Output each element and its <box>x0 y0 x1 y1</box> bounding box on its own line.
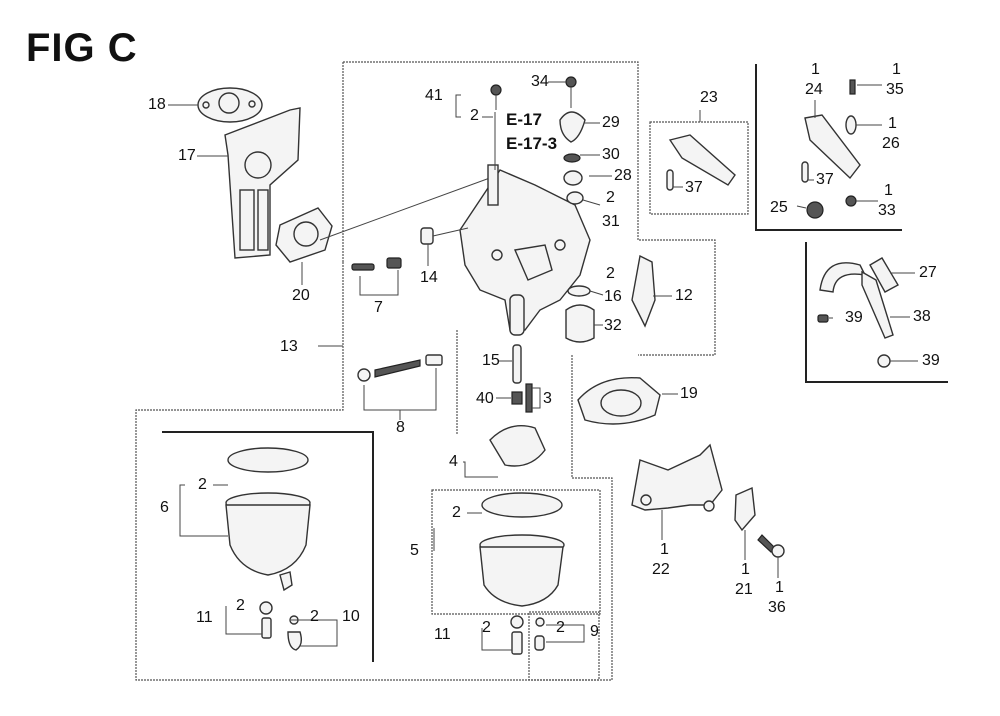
callout-3[interactable]: 3 <box>543 390 552 407</box>
callout-16-qty: 2 <box>606 265 615 282</box>
float-bowl-part-alt <box>225 447 311 651</box>
callout-11-a-qty: 2 <box>236 597 245 614</box>
callout-35-qty: 1 <box>892 61 901 78</box>
callout-9-qty: 2 <box>556 619 565 636</box>
callout-38[interactable]: 38 <box>913 308 931 325</box>
callout-15[interactable]: 15 <box>482 352 500 369</box>
carburetor-body-part <box>459 112 591 336</box>
section-ref-e17[interactable]: E-17 <box>506 110 542 129</box>
callout-14[interactable]: 14 <box>420 269 438 286</box>
callout-19[interactable]: 19 <box>680 385 698 402</box>
callout-31-qty: 2 <box>606 189 615 206</box>
callout-41[interactable]: 41 <box>425 87 443 104</box>
callout-18[interactable]: 18 <box>148 96 166 113</box>
insulator-gasket-part <box>197 87 263 123</box>
callout-13[interactable]: 13 <box>280 338 298 355</box>
air-cleaner-bracket-part <box>631 443 723 512</box>
carburetor-bracket-part <box>224 107 301 259</box>
screws-small-parts <box>351 76 656 343</box>
callout-6-qty: 2 <box>198 476 207 493</box>
leader-lines <box>168 81 918 651</box>
callout-5-qty: 2 <box>452 504 461 521</box>
callout-7[interactable]: 7 <box>374 299 383 316</box>
callout-8[interactable]: 8 <box>396 419 405 436</box>
choke-group-frame <box>755 64 902 231</box>
float-bowl-part <box>479 492 565 655</box>
callout-24[interactable]: 24 <box>805 81 823 98</box>
choke-lever-part <box>666 134 736 191</box>
callout-34[interactable]: 34 <box>531 73 549 90</box>
callout-39-a[interactable]: 39 <box>845 309 863 326</box>
callout-20[interactable]: 20 <box>292 287 310 304</box>
callout-26-qty: 1 <box>888 115 897 132</box>
carburetor-group-box <box>135 61 716 681</box>
callout-11-b-qty: 2 <box>482 619 491 636</box>
callout-39-b[interactable]: 39 <box>922 352 940 369</box>
insulator-part <box>577 376 661 425</box>
callout-5[interactable]: 5 <box>410 542 419 559</box>
callout-27[interactable]: 27 <box>919 264 937 281</box>
carburetor-gasket-part <box>275 174 499 263</box>
callout-28[interactable]: 28 <box>614 167 632 184</box>
callout-4[interactable]: 4 <box>449 453 458 470</box>
main-jet-parts <box>511 344 533 413</box>
callout-33-qty: 1 <box>884 182 893 199</box>
callout-33[interactable]: 33 <box>878 202 896 219</box>
callout-31[interactable]: 31 <box>602 213 620 230</box>
callout-30[interactable]: 30 <box>602 146 620 163</box>
breather-group-frame <box>805 242 948 383</box>
lever-box-23 <box>649 121 749 215</box>
callout-11-b[interactable]: 11 <box>434 626 451 643</box>
callout-26[interactable]: 26 <box>882 135 900 152</box>
callout-40[interactable]: 40 <box>476 390 494 407</box>
callout-29[interactable]: 29 <box>602 114 620 131</box>
breather-tube-parts <box>817 257 899 368</box>
callout-22[interactable]: 22 <box>652 561 670 578</box>
callout-17[interactable]: 17 <box>178 147 196 164</box>
float-part <box>489 425 546 467</box>
callout-23[interactable]: 23 <box>700 89 718 106</box>
callout-37-a[interactable]: 37 <box>685 179 703 196</box>
callout-24-qty: 1 <box>811 61 820 78</box>
callout-22-qty: 1 <box>660 541 669 558</box>
callout-10-qty: 2 <box>310 608 319 625</box>
bowl-box-5 <box>431 489 601 615</box>
callout-16[interactable]: 16 <box>604 288 622 305</box>
drain-box-9 <box>528 611 600 681</box>
bowl-alt-frame <box>162 431 374 662</box>
choke-linkage-parts <box>801 79 861 219</box>
callout-11-a[interactable]: 11 <box>196 609 213 626</box>
callout-36-qty: 1 <box>775 579 784 596</box>
callout-32[interactable]: 32 <box>604 317 622 334</box>
choke-knob-parts <box>734 486 785 558</box>
callout-10[interactable]: 10 <box>342 608 360 625</box>
callout-35[interactable]: 35 <box>886 81 904 98</box>
callout-12[interactable]: 12 <box>675 287 693 304</box>
callout-21-qty: 1 <box>741 561 750 578</box>
section-ref-e17-3[interactable]: E-17-3 <box>506 134 558 153</box>
callout-6[interactable]: 6 <box>160 499 169 516</box>
callout-41-qty: 2 <box>470 107 479 124</box>
figure-title: FIG C <box>26 26 138 70</box>
callout-9[interactable]: 9 <box>590 623 599 640</box>
callout-36[interactable]: 36 <box>768 599 786 616</box>
callout-21[interactable]: 21 <box>735 581 753 598</box>
callout-37-b[interactable]: 37 <box>816 171 834 188</box>
pilot-screw-part <box>357 354 443 382</box>
callout-25[interactable]: 25 <box>770 199 788 216</box>
